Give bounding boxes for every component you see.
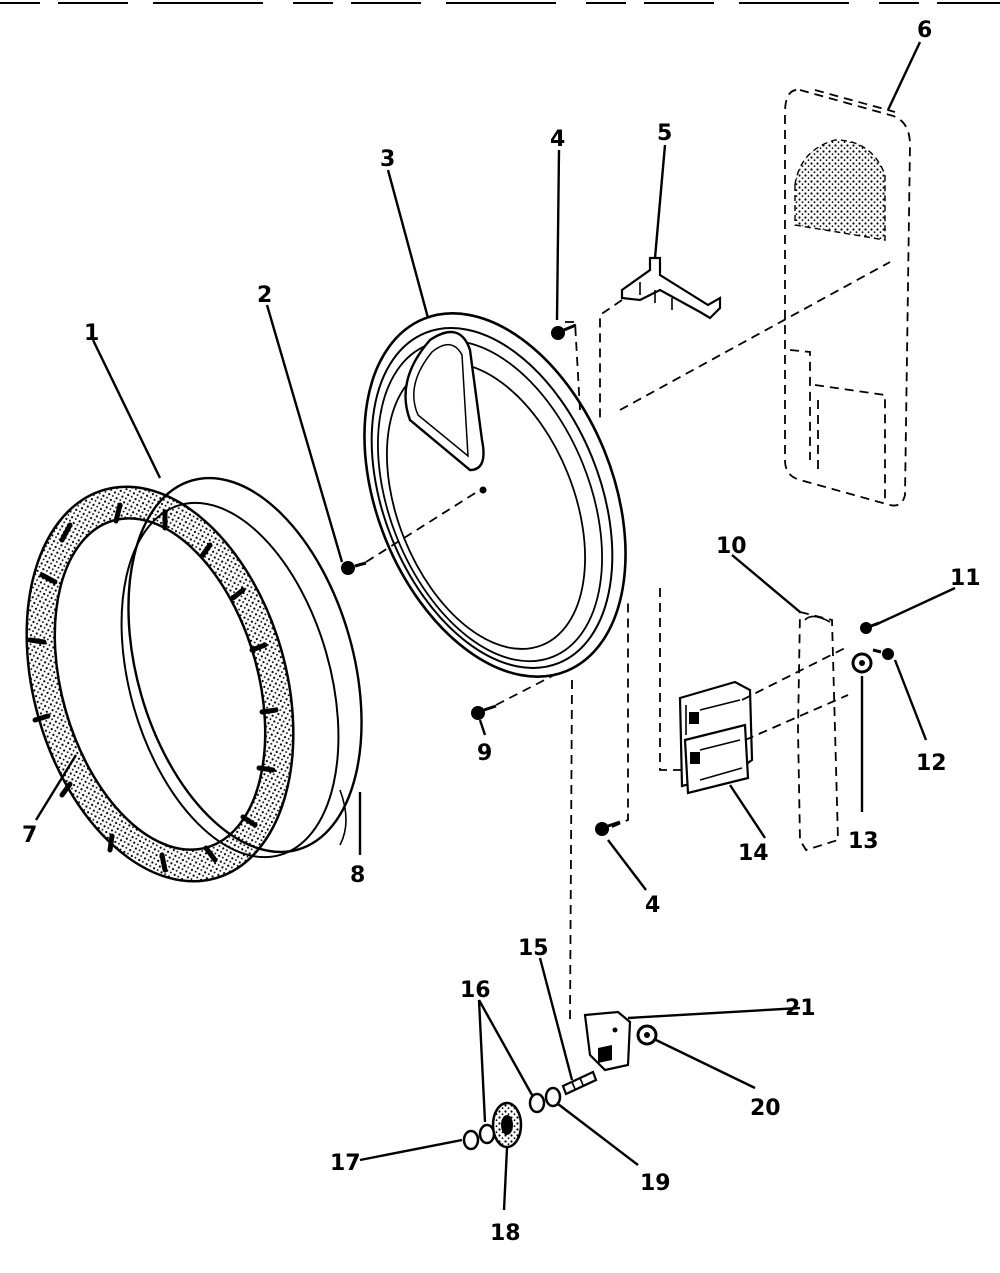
latch-assembly <box>462 1010 658 1151</box>
callout-4-bottom: 4 <box>645 893 660 918</box>
screw-part-2 <box>341 561 367 575</box>
callout-17: 17 <box>330 1151 361 1176</box>
washer-part-17 <box>462 1129 480 1151</box>
door-inner-liner-part <box>120 476 363 859</box>
callout-4-top: 4 <box>550 127 565 152</box>
washer-part-19 <box>544 1086 562 1108</box>
callout-6: 6 <box>917 18 932 43</box>
callout-21: 21 <box>785 996 816 1021</box>
callout-7: 7 <box>22 823 37 848</box>
roller-part-18 <box>491 1101 523 1149</box>
callout-13: 13 <box>848 829 879 854</box>
strike-bracket-part-21 <box>583 1010 632 1072</box>
callout-2: 2 <box>257 283 272 308</box>
callout-10: 10 <box>716 534 747 559</box>
outer-door-panel-part <box>784 88 911 507</box>
callout-19: 19 <box>640 1171 671 1196</box>
callout-12: 12 <box>916 751 947 776</box>
door-hinge-part <box>678 680 754 795</box>
pin-part-15 <box>561 1070 598 1096</box>
hinge-cover-part <box>797 610 839 852</box>
door-gasket-part <box>25 485 295 883</box>
nut-part-13 <box>851 652 873 674</box>
screw-part-9 <box>471 704 497 720</box>
assembly-dashed-lines <box>365 261 891 1021</box>
callout-labels: 1 2 3 4 5 6 7 8 9 10 11 12 13 14 4 15 16… <box>22 18 981 1246</box>
washer-part-16b <box>528 1092 546 1114</box>
callout-8: 8 <box>350 863 365 888</box>
callout-14: 14 <box>738 841 769 866</box>
screw-part-4-bottom <box>595 820 621 836</box>
callout-11: 11 <box>950 566 981 591</box>
callout-1: 1 <box>84 321 99 346</box>
callout-18: 18 <box>490 1221 521 1246</box>
callout-15: 15 <box>518 936 549 961</box>
callout-9: 9 <box>477 741 492 766</box>
callout-20: 20 <box>750 1096 781 1121</box>
inner-door-panel-part <box>363 312 627 678</box>
hinge-bracket-part <box>620 256 722 320</box>
callout-5: 5 <box>657 121 672 146</box>
callout-3: 3 <box>380 147 395 172</box>
leader-lines <box>34 41 956 1211</box>
screw-part-12 <box>872 648 894 660</box>
nut-part-20 <box>636 1024 658 1046</box>
screw-part-4-top <box>551 323 577 340</box>
callout-16: 16 <box>460 978 491 1003</box>
